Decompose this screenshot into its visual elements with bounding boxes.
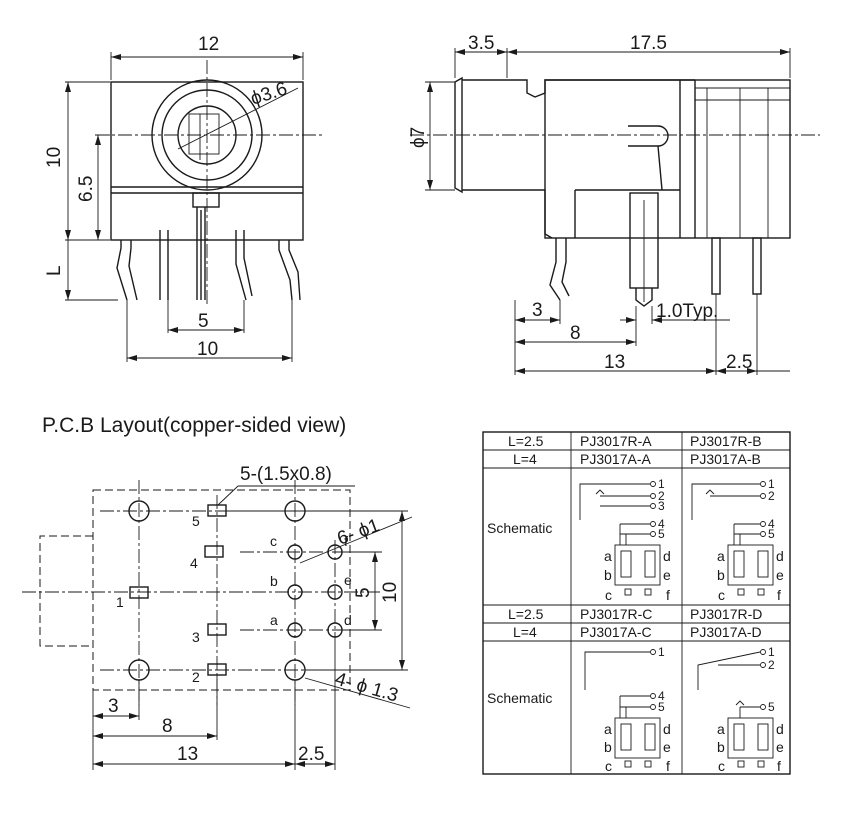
hole-label-d: d — [344, 612, 352, 628]
table-row2-length: L=4 — [513, 451, 537, 467]
table-row3-model-c: PJ3017R-C — [580, 606, 652, 622]
schematic-c-pin-5: 5 — [658, 700, 665, 714]
pcb-dim-3-label: 3 — [108, 696, 119, 717]
center-height-dim-label: 6.5 — [76, 176, 97, 202]
pcb-dim-10-label: 10 — [380, 582, 401, 603]
schematic-label-bottom: Schematic — [487, 690, 552, 706]
side-dist-2-5-label: 2.5 — [726, 352, 752, 373]
small-hole-spec-label: 6- ϕ1 — [335, 515, 383, 550]
pcb-layout-title: P.C.B Layout(copper-sided view) — [42, 414, 346, 437]
schematic-c-contact-f: f — [666, 758, 670, 774]
schematic-c-contact-b: b — [604, 739, 612, 755]
schematic-a: 1 2 3 4 5 a b c d e f — [579, 477, 671, 603]
pcb-dim-8-label: 8 — [162, 716, 173, 737]
side-dist-13-label: 13 — [604, 352, 625, 373]
schematic-c-contact-a: a — [604, 721, 612, 737]
hole-label-f: f — [344, 533, 348, 549]
schematic-d-contact-c: c — [718, 758, 725, 774]
slot-label-2: 2 — [192, 669, 200, 685]
table-row3-model-d: PJ3017R-D — [690, 606, 762, 622]
hole-label-c: c — [270, 533, 277, 549]
schematic-b-contact-a: a — [717, 548, 725, 564]
schematic-c-contact-d: d — [663, 721, 671, 737]
schematic-b-contact-d: d — [776, 548, 784, 564]
schematic-d-contact-a: a — [717, 721, 725, 737]
schematic-a-contact-d: d — [663, 548, 671, 564]
slot-label-4: 4 — [190, 555, 198, 571]
barrel-diameter-label: ϕ7 — [408, 127, 429, 148]
schematic-d-pin-1: 1 — [768, 645, 775, 659]
schematic-label-top: Schematic — [487, 520, 552, 536]
slot-label-3: 3 — [192, 629, 200, 645]
front-length-label: 3.5 — [468, 33, 494, 54]
schematic-b-pin-2: 2 — [768, 489, 775, 503]
schematic-b-pin-1: 1 — [768, 477, 775, 491]
model-table: L=2.5 PJ3017R-A PJ3017R-B L=4 PJ3017A-A … — [482, 431, 791, 775]
schematic-c-pin-1: 1 — [658, 645, 665, 659]
schematic-a-contact-c: c — [605, 587, 612, 603]
side-dist-3-label: 3 — [532, 300, 543, 321]
hole-label-e: e — [344, 572, 352, 588]
slot-label-5: 5 — [192, 513, 200, 529]
schematic-d-pin-2: 2 — [768, 658, 775, 672]
hole-label-a: a — [270, 612, 278, 628]
schematic-a-contact-a: a — [604, 548, 612, 564]
schematic-a-contact-e: e — [663, 567, 671, 583]
hole-diameter-label: ϕ3.6 — [248, 78, 290, 109]
pcb-dim-5-label: 5 — [353, 587, 374, 598]
schematic-b-pin-4: 4 — [768, 517, 775, 531]
schematic-d-contact-e: e — [776, 739, 784, 755]
table-row1-model-a: PJ3017R-A — [580, 433, 652, 449]
side-dist-8-label: 8 — [570, 323, 581, 344]
schematic-a-pin-5: 5 — [658, 527, 665, 541]
schematic-a-contact-f: f — [666, 587, 670, 603]
side-view: 3.5 17.5 ϕ7 3 8 1.0Typ. 13 — [408, 33, 820, 375]
table-row4-model-d: PJ3017A-D — [690, 624, 762, 640]
pin-pitch-outer-label: 10 — [197, 339, 218, 360]
width-dim-label: 12 — [198, 34, 219, 55]
schematic-b-contact-c: c — [718, 587, 725, 603]
schematic-a-pin-1: 1 — [658, 477, 665, 491]
lead-length-label: L — [44, 265, 65, 276]
schematic-c: 1 4 5 a b c d e f — [584, 645, 671, 774]
schematic-c-contact-e: e — [663, 739, 671, 755]
schematic-a-pin-2: 2 — [658, 489, 665, 503]
slot-label-1: 1 — [116, 594, 124, 610]
body-length-label: 17.5 — [630, 33, 667, 54]
mounting-hole-spec-label: 4- ϕ 1.3 — [333, 669, 401, 707]
hole-label-b: b — [270, 573, 278, 589]
schematic-d-contact-b: b — [717, 739, 725, 755]
schematic-d-contact-d: d — [776, 721, 784, 737]
schematic-c-contact-c: c — [605, 758, 612, 774]
table-row3-length: L=2.5 — [508, 606, 544, 622]
pin-pitch-inner-label: 5 — [198, 311, 209, 332]
schematic-b-pin-5: 5 — [768, 527, 775, 541]
table-row4-length: L=4 — [513, 624, 537, 640]
pin-thickness-label: 1.0Typ. — [656, 301, 718, 322]
schematic-a-contact-b: b — [604, 567, 612, 583]
schematic-d: 1 2 5 a b c d e f — [697, 645, 784, 774]
schematic-b-contact-b: b — [717, 567, 725, 583]
front-view: ϕ3.6 12 10 6.5 L 5 — [44, 34, 325, 362]
table-row2-model-a: PJ3017A-A — [580, 451, 651, 467]
pcb-dim-13-label: 13 — [177, 744, 198, 765]
schematic-a-pin-3: 3 — [658, 499, 665, 513]
schematic-b-contact-e: e — [776, 567, 784, 583]
schematic-d-contact-f: f — [777, 758, 781, 774]
table-row4-model-c: PJ3017A-C — [580, 624, 652, 640]
table-row2-model-b: PJ3017A-B — [690, 451, 761, 467]
schematic-b-contact-f: f — [777, 587, 781, 603]
table-row1-length: L=2.5 — [508, 433, 544, 449]
schematic-b: 1 2 4 5 a b c d e f — [691, 477, 784, 603]
pcb-dim-2-5-label: 2.5 — [298, 744, 324, 765]
schematic-a-pin-4: 4 — [658, 517, 665, 531]
height-dim-label: 10 — [44, 147, 65, 168]
schematic-d-pin-5: 5 — [768, 700, 775, 714]
table-row1-model-b: PJ3017R-B — [690, 433, 762, 449]
slot-spec-label: 5-(1.5x0.8) — [240, 464, 332, 485]
schematic-c-pin-4: 4 — [658, 689, 665, 703]
pcb-layout: P.C.B Layout(copper-sided view) 5 4 — [22, 414, 413, 770]
